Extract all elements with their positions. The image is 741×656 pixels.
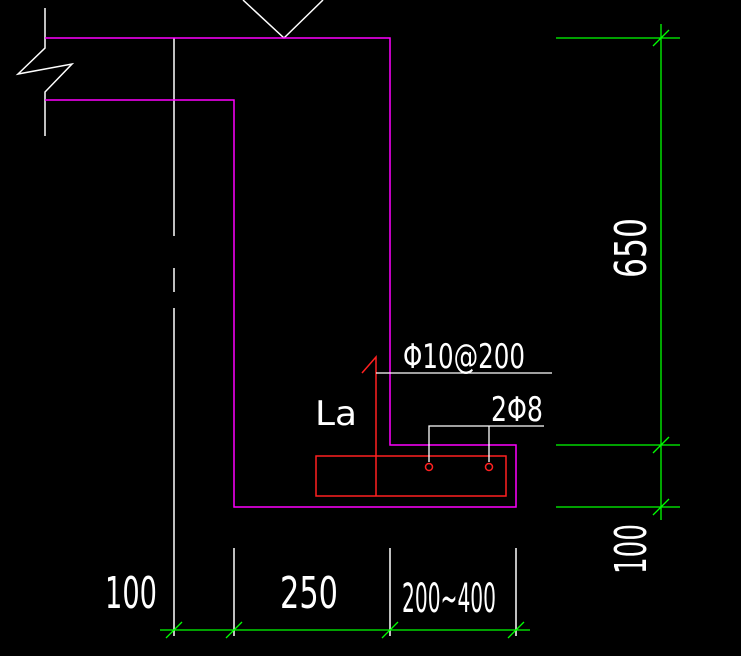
- white-linework: [15, 0, 517, 636]
- anchorage-label: La: [315, 394, 357, 434]
- leader-lines: [376, 372, 552, 462]
- tick-top: [652, 29, 670, 47]
- rebar: [315, 355, 507, 497]
- rebar-dot-2: [484, 462, 494, 472]
- tick-bottom: [652, 498, 670, 516]
- dim-beam-depth: 650: [606, 218, 657, 278]
- break-line: [15, 8, 75, 136]
- tick-516: [507, 621, 525, 639]
- tick-390: [381, 621, 399, 639]
- bars-label: 2Φ8: [491, 390, 543, 430]
- section-outline: [45, 37, 517, 508]
- dimension-lines: [160, 24, 680, 639]
- outer-outline: [45, 37, 517, 508]
- stirrup-spec-label: Φ10@200: [403, 337, 525, 377]
- dim-wall-thickness: 100: [105, 568, 157, 619]
- tick-mid: [652, 436, 670, 454]
- dim-slab-thickness: 100: [606, 524, 657, 574]
- dim-beam-width: 250: [280, 568, 338, 619]
- top-v-mark: [242, 0, 324, 40]
- rebar-dot-1: [424, 462, 434, 472]
- stirrup-hook: [315, 355, 507, 497]
- tick-234: [225, 621, 243, 639]
- bars-leader: [428, 425, 544, 462]
- tick-174: [165, 621, 183, 639]
- dim-slab-extension: 200~400: [402, 576, 496, 622]
